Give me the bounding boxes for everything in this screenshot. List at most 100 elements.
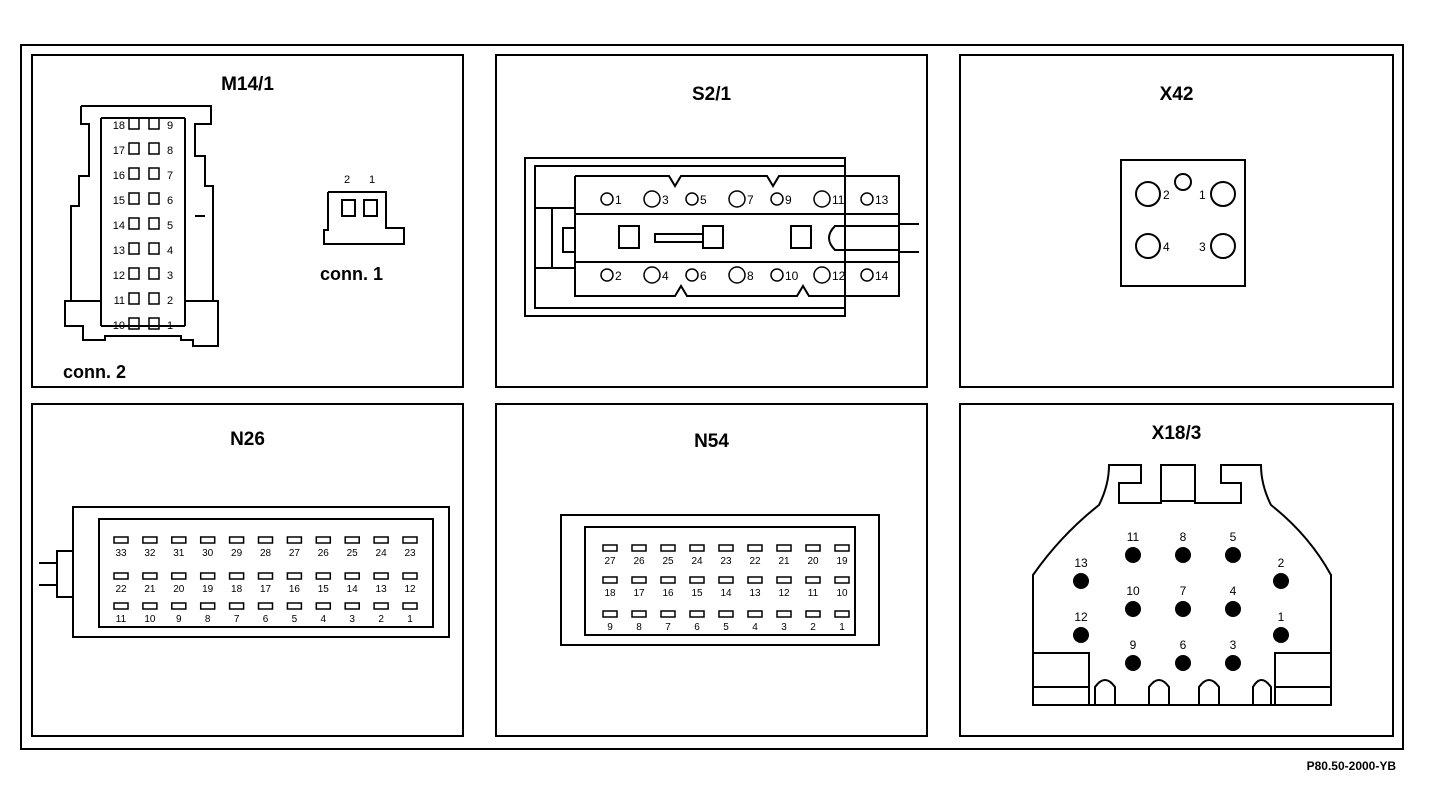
panel-x42: X42 2 1 4 3 [959,54,1394,388]
conn2-pin [148,267,160,280]
n26-pin-label: 22 [115,584,127,595]
s21-pin [685,192,699,206]
n26-pin-label: 17 [260,584,272,595]
n26-pin-label: 31 [173,548,185,559]
x18-pin-label: 5 [1230,530,1237,544]
x18-pin [1273,573,1289,589]
n26-pin [228,602,245,610]
s21-pin [643,266,661,284]
n26-pin [286,572,303,580]
conn2-label: conn. 2 [63,362,127,382]
n26-pin [199,602,216,610]
n26-pin [142,572,158,580]
n54-pin [776,544,792,552]
n26-pin-label: 32 [144,548,156,559]
n54-pin-label: 19 [836,556,848,567]
n26-pin [402,572,418,580]
n54-pin [718,544,734,552]
conn2-pin [128,292,140,305]
conn2-pin [128,242,140,255]
n26-pin [113,536,129,544]
n26-pin-label: 13 [376,584,388,595]
s21-pin [728,190,746,208]
x18-pin [1225,655,1241,671]
n26-pin-label: 21 [144,584,156,595]
conn2-pin [128,267,140,280]
conn2-pin-label: 9 [167,120,173,132]
x18-pin-label: 6 [1180,638,1187,652]
n26-pin [257,536,274,544]
s21-pin-label: 11 [832,193,845,207]
s21-pin [643,190,661,208]
n54-pin-label: 21 [778,556,790,567]
conn2-pin-label: 7 [167,170,173,182]
conn2-pin [148,117,160,130]
conn2-pin [128,317,140,330]
conn2-pin [148,317,160,330]
x42-pin-1: 1 [1199,188,1206,202]
n26-pin [142,602,158,610]
n26-pin [315,536,332,544]
conn2-pin [148,242,160,255]
s21-pin-label: 10 [785,269,799,283]
conn2-pin-label: 5 [167,220,173,232]
panel-title: N26 [230,429,265,450]
s21-pin [860,192,874,206]
n26-pin [142,536,158,544]
n54-pin-label: 6 [694,622,700,633]
x18-pin [1125,547,1141,563]
n54-pin-label: 13 [749,588,761,599]
n54-pin-label: 4 [752,622,758,633]
n26-pin [171,536,187,544]
n26-pin [315,572,332,580]
s21-pin-label: 9 [785,193,792,207]
x18-pin [1175,601,1191,617]
n26-pin-label: 5 [292,614,298,625]
x18-pin-label: 12 [1074,610,1088,624]
n26-pin-label: 16 [289,584,301,595]
x18-pin-label: 1 [1278,610,1285,624]
reference-code: P80.50-2000-YB [1306,759,1396,773]
n54-pin [631,544,647,552]
n26-pin-label: 14 [347,584,359,595]
n54-pin-label: 5 [723,622,729,633]
x42-pin-4: 4 [1163,240,1170,254]
n54-pin [660,610,676,618]
s21-pin-label: 7 [747,193,754,207]
n54-pin [747,544,763,552]
s21-pin [728,266,746,284]
conn2-pin [148,167,160,180]
conn2-pin-label: 3 [167,270,173,282]
x18-pin [1175,547,1191,563]
n26-pin-label: 3 [349,614,355,625]
n26-pin [228,536,245,544]
n54-pin-label: 27 [604,556,616,567]
n54-pin [834,544,850,552]
x18-pin-label: 3 [1230,638,1237,652]
n54-pin [805,544,821,552]
n26-pin-label: 26 [318,548,330,559]
x42-pin-2: 2 [1163,188,1170,202]
conn2-pin [128,142,140,155]
conn2-pin [128,217,140,230]
conn2-pin-label: 4 [167,245,173,257]
diagram-frame [20,44,1404,750]
x18-pin [1225,601,1241,617]
n54-pin-label: 17 [633,588,645,599]
s21-pin-label: 1 [615,193,622,207]
s21-pin [813,190,831,208]
x18-pin [1273,627,1289,643]
x18-pin-label: 9 [1130,638,1137,652]
n26-pin [315,602,332,610]
n26-pin-label: 9 [176,614,182,625]
conn2-pin-label: 2 [167,295,173,307]
conn2-pin-label: 16 [113,170,125,182]
n54-pin [689,576,705,584]
x18-pin-label: 2 [1278,556,1285,570]
